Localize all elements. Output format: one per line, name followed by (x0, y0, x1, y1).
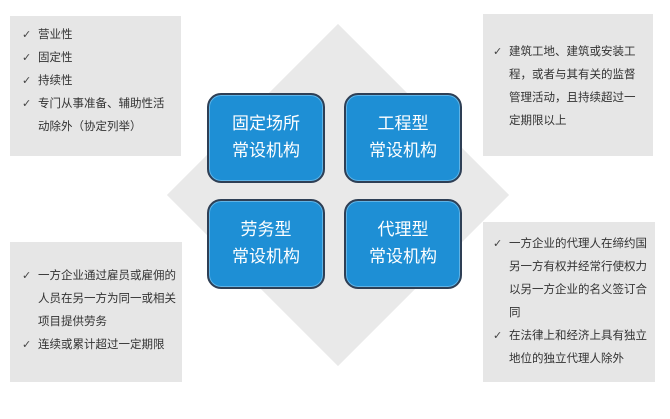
list-item: ✓ 营业性 (22, 23, 175, 46)
quadrant-line-1: 劳务型 (240, 220, 292, 240)
quadrant-line-1: 代理型 (377, 220, 429, 240)
check-icon: ✓ (22, 74, 32, 87)
check-icon: ✓ (493, 45, 503, 58)
list-item: ✓ 连续或累计超过一定期限 (22, 333, 176, 356)
quadrant-line-2: 常设机构 (369, 141, 437, 161)
quadrant-services: 劳务型 常设机构 (207, 199, 325, 289)
list-item: ✓ 一方企业的代理人在缔约国另一方有权并经常行使权力以另一方企业的名义签订合同 (493, 232, 649, 324)
check-icon: ✓ (22, 338, 32, 351)
background-diamond (166, 23, 510, 367)
quadrant-construction: 工程型 常设机构 (344, 93, 462, 183)
quadrant-agency: 代理型 常设机构 (344, 199, 462, 289)
check-icon: ✓ (493, 329, 503, 342)
check-icon: ✓ (22, 97, 32, 110)
list-item: ✓ 建筑工地、建筑或安装工程，或者与其有关的监督管理活动，且持续超过一定期限以上 (493, 40, 645, 132)
list-item: ✓ 固定性 (22, 46, 175, 69)
list-item: ✓ 一方企业通过雇员或雇佣的人员在另一方为同一或相关项目提供劳务 (22, 264, 176, 333)
quadrant-line-1: 固定场所 (232, 114, 300, 134)
criteria-box-bottom-left: ✓ 一方企业通过雇员或雇佣的人员在另一方为同一或相关项目提供劳务 ✓ 连续或累计… (10, 242, 182, 382)
quadrant-line-2: 常设机构 (369, 247, 437, 267)
criteria-box-top-right: ✓ 建筑工地、建筑或安装工程，或者与其有关的监督管理活动，且持续超过一定期限以上 (483, 14, 653, 156)
quadrant-fixed-place: 固定场所 常设机构 (207, 93, 325, 183)
quadrant-line-1: 工程型 (377, 114, 429, 134)
check-icon: ✓ (22, 269, 32, 282)
check-icon: ✓ (22, 28, 32, 41)
list-item: ✓ 持续性 (22, 69, 175, 92)
quadrant-line-2: 常设机构 (232, 247, 300, 267)
criteria-box-top-left: ✓ 营业性 ✓ 固定性 ✓ 持续性 ✓ 专门从事准备、辅助性活动除外（协定列举） (10, 16, 181, 156)
quadrant-line-2: 常设机构 (232, 141, 300, 161)
list-item: ✓ 在法律上和经济上具有独立地位的独立代理人除外 (493, 324, 649, 370)
criteria-box-bottom-right: ✓ 一方企业的代理人在缔约国另一方有权并经常行使权力以另一方企业的名义签订合同 … (483, 222, 655, 382)
check-icon: ✓ (22, 51, 32, 64)
check-icon: ✓ (493, 237, 503, 250)
list-item: ✓ 专门从事准备、辅助性活动除外（协定列举） (22, 92, 175, 138)
